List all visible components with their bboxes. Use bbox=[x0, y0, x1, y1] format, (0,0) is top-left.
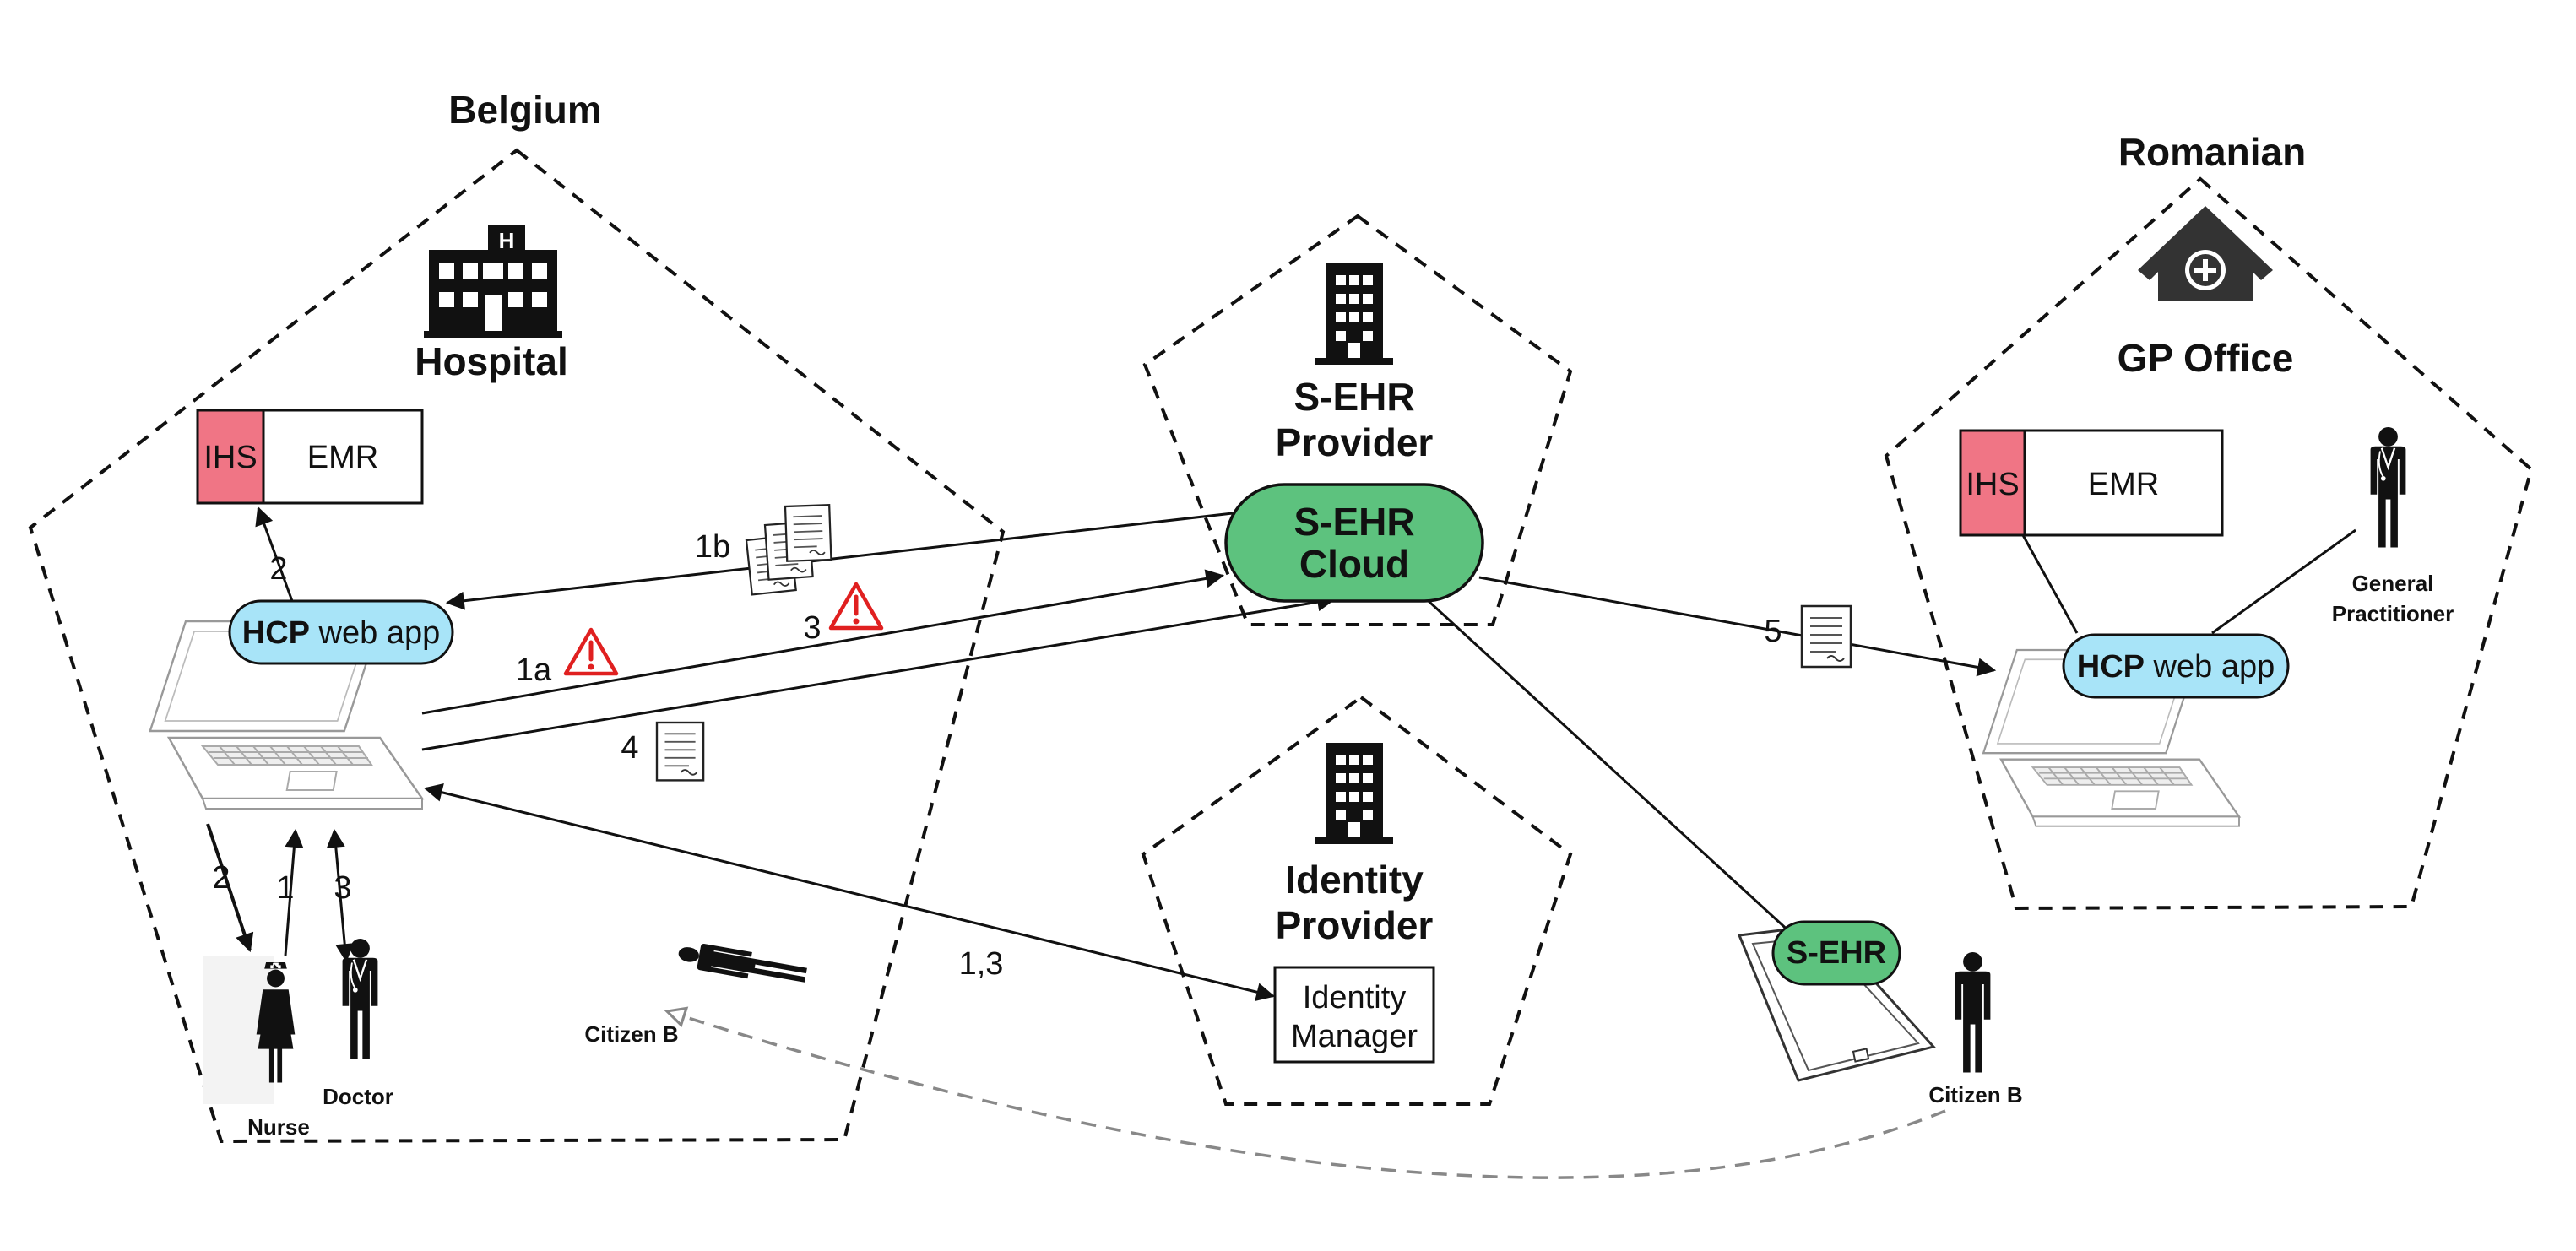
step-1b: 1b bbox=[695, 529, 730, 565]
nurse-label: Nurse bbox=[247, 1114, 310, 1140]
step-3: 3 bbox=[803, 610, 821, 646]
identity-manager: Identity Manager bbox=[1273, 966, 1435, 1064]
arrow-2-nurse bbox=[206, 823, 254, 953]
document-icon bbox=[745, 504, 832, 596]
citizen-b-label: Citizen B bbox=[1928, 1082, 2022, 1107]
svg-text:HCP web app: HCP web app bbox=[242, 615, 440, 651]
sehr-mobile-app: S-EHR bbox=[1771, 920, 1901, 986]
hospital-icon: H bbox=[424, 225, 562, 338]
cloud-line2: Cloud bbox=[1299, 542, 1409, 586]
arrow-3-doctor bbox=[326, 828, 355, 963]
doctor-icon bbox=[341, 937, 379, 1060]
ihs-label: IHS bbox=[203, 440, 257, 475]
gp-label-line2: Practitioner bbox=[2332, 601, 2454, 626]
document-icon bbox=[655, 721, 705, 782]
romanian-title: Romanian bbox=[2118, 130, 2306, 174]
romanian-region bbox=[1884, 176, 2534, 911]
warning-icon bbox=[831, 584, 881, 628]
step-3-doctor: 3 bbox=[334, 870, 351, 906]
gp-label-line1: General bbox=[2352, 571, 2434, 596]
step-1a: 1a bbox=[516, 653, 552, 688]
hcp-bold: HCP bbox=[2077, 649, 2145, 685]
arrow-citizen-dashed bbox=[664, 1006, 1946, 1179]
document-icon bbox=[1800, 604, 1852, 669]
step-2-ihs: 2 bbox=[269, 551, 287, 587]
building-icon bbox=[1315, 263, 1393, 365]
step-1-nurse: 1 bbox=[276, 870, 294, 906]
hospital-label: Hospital bbox=[415, 339, 567, 383]
identity-provider-line2: Provider bbox=[1276, 903, 1434, 947]
sehr-provider-line2: Provider bbox=[1276, 420, 1434, 464]
arrow-2-ihs bbox=[255, 506, 294, 602]
gp-office-label: GP Office bbox=[2118, 336, 2294, 380]
step-1-3: 1,3 bbox=[959, 946, 1004, 982]
step-4: 4 bbox=[621, 730, 638, 766]
arrow-1-3-identity bbox=[423, 783, 1276, 1001]
arrow-1-nurse bbox=[284, 828, 304, 956]
arrow-1b bbox=[445, 512, 1234, 610]
hcp-rest: web app bbox=[310, 615, 440, 651]
flow-arrows bbox=[206, 506, 1997, 1001]
belgium-ihs-emr: IHS EMR bbox=[196, 409, 424, 505]
sehr-app-label: S-EHR bbox=[1787, 935, 1886, 971]
belgium-hcp-web-app: HCP web app bbox=[228, 599, 454, 665]
ihs-label: IHS bbox=[1966, 467, 2019, 502]
doctor-label: Doctor bbox=[323, 1084, 393, 1109]
idm-line2: Manager bbox=[1291, 1019, 1418, 1054]
step-5: 5 bbox=[1764, 614, 1782, 649]
citizen-lying-icon bbox=[676, 940, 809, 988]
arrow-3-4 bbox=[421, 593, 1337, 751]
identity-provider-line1: Identity bbox=[1285, 858, 1424, 902]
svg-text:HCP web app: HCP web app bbox=[2077, 649, 2275, 685]
connection-lines bbox=[1408, 528, 2356, 935]
citizen-b-label: Citizen B bbox=[584, 1021, 678, 1047]
hcp-bold: HCP bbox=[242, 615, 310, 651]
warning-icon bbox=[566, 630, 616, 674]
hcp-rest: web app bbox=[2145, 649, 2275, 685]
emr-label: EMR bbox=[2088, 467, 2159, 502]
person-icon bbox=[1955, 952, 1991, 1073]
arrow-5 bbox=[1478, 576, 1997, 677]
romanian-hcp-web-app: HCP web app bbox=[2062, 633, 2290, 699]
romanian-ihs-emr: IHS EMR bbox=[1959, 429, 2224, 537]
cloud-line1: S-EHR bbox=[1293, 500, 1414, 544]
idm-line1: Identity bbox=[1303, 980, 1407, 1015]
emr-label: EMR bbox=[307, 440, 378, 475]
building-icon bbox=[1315, 743, 1393, 844]
sehr-cloud: S-EHR Cloud bbox=[1224, 483, 1484, 603]
svg-text:H: H bbox=[499, 228, 515, 253]
sehr-provider-region bbox=[1142, 214, 1573, 626]
gp-doctor-icon bbox=[2369, 425, 2407, 549]
step-2-nurse: 2 bbox=[212, 860, 230, 896]
arrow-1a bbox=[421, 569, 1225, 715]
sehr-provider-line1: S-EHR bbox=[1293, 375, 1414, 419]
gp-house-icon bbox=[2138, 206, 2273, 301]
belgium-title: Belgium bbox=[448, 88, 601, 132]
